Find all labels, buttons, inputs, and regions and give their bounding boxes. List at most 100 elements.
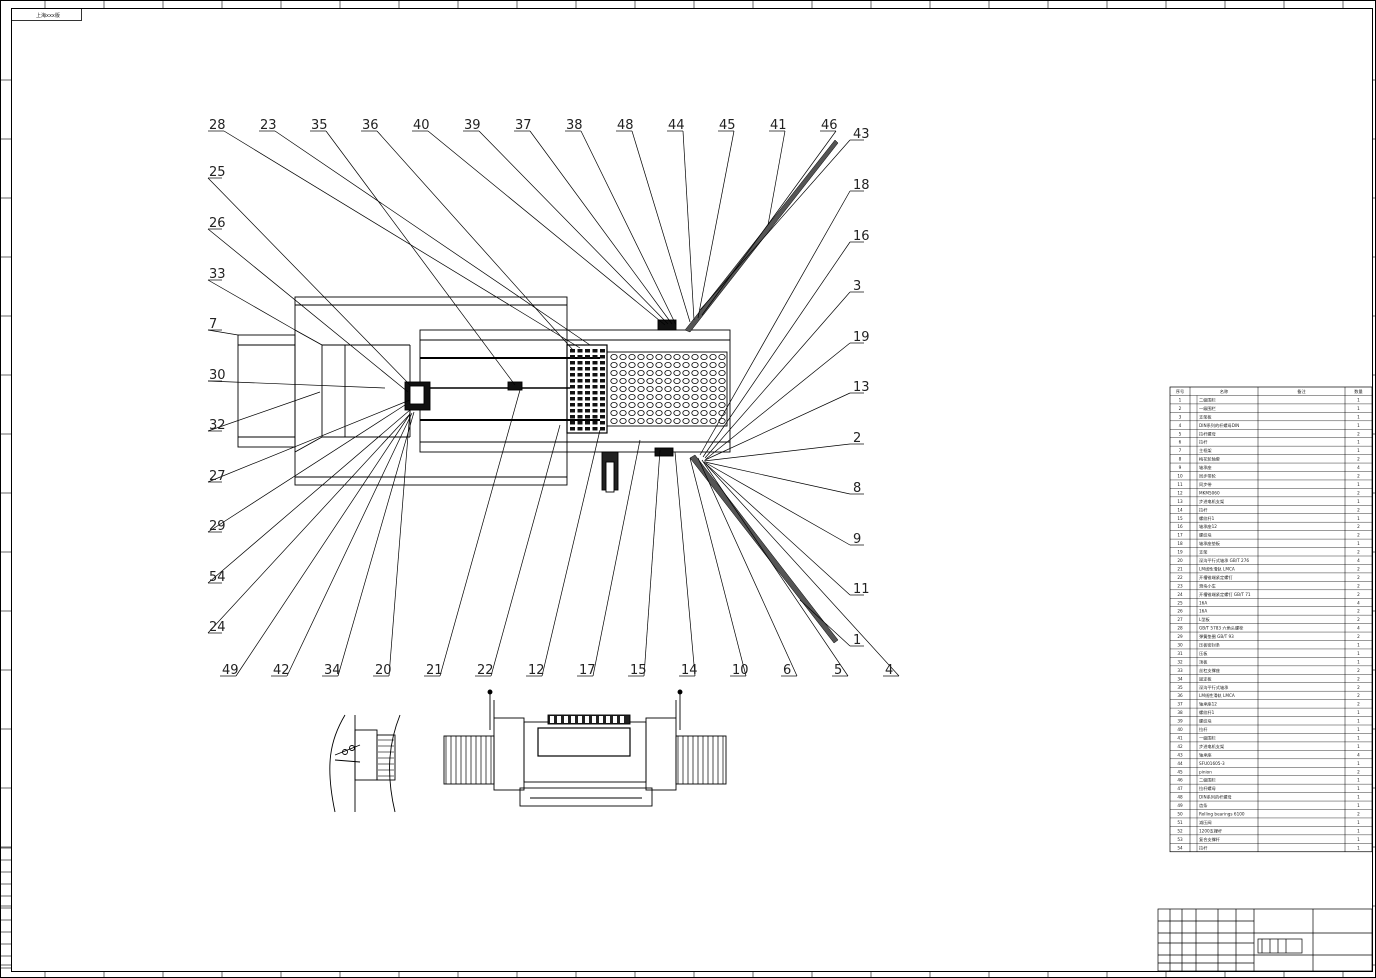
- bom-cell-name: SFU01605-3: [1199, 761, 1225, 766]
- bom-cell-no: 45: [1177, 769, 1183, 774]
- bom-cell-name: 轴承座垫板: [1199, 540, 1221, 547]
- bom-cell-qty: 1: [1357, 795, 1360, 800]
- bom-cell-name: 固定板: [1199, 675, 1212, 682]
- bom-cell-name: 拉杆螺母: [1199, 785, 1216, 792]
- bom-cell-qty: 1: [1357, 786, 1360, 791]
- bom-cell-no: 8: [1179, 457, 1182, 462]
- balloon-bottom-34: 34: [324, 663, 341, 678]
- bom-cell-no: 30: [1177, 643, 1183, 648]
- bom-cell-qty: 2: [1357, 609, 1360, 614]
- left-revision-blocks: [0, 847, 12, 969]
- bom-cell-name: 二级围栏: [1199, 396, 1216, 403]
- bom-cell-name: 拉杆: [1199, 439, 1208, 446]
- bom-cell-qty: 4: [1357, 558, 1360, 563]
- bom-cell-no: 21: [1177, 566, 1183, 571]
- bom-cell-name: 齿条: [1199, 802, 1208, 809]
- bom-header-3: 数量: [1354, 388, 1362, 395]
- bom-cell-name: 螺纹杆1: [1199, 515, 1215, 522]
- bom-cell-no: 2: [1179, 406, 1182, 411]
- balloon-right-13: 13: [853, 380, 870, 395]
- bom-cell-qty: 2: [1357, 507, 1360, 512]
- bom-cell-name: 主框架: [1199, 447, 1212, 454]
- bom-cell-qty: 1: [1357, 828, 1360, 833]
- bom-cell-name: DIN系列的杆螺母DIN: [1199, 422, 1239, 429]
- hole-plate: [606, 351, 728, 427]
- bom-cell-name: 二级围栏: [1199, 777, 1216, 784]
- bom-cell-no: 54: [1177, 845, 1183, 850]
- bom-cell-no: 36: [1177, 693, 1183, 698]
- bom-cell-name: 压板: [1199, 650, 1208, 657]
- upper-arm: [684, 139, 839, 333]
- bom-cell-qty: 4: [1357, 752, 1360, 757]
- balloon-right-9: 9: [853, 532, 861, 547]
- balloon-right-11: 11: [853, 582, 870, 597]
- bom-cell-qty: 4: [1357, 626, 1360, 631]
- balloon-bottom-21: 21: [426, 663, 443, 678]
- bellows-pleats: [445, 736, 724, 784]
- bom-cell-qty: 1: [1357, 845, 1360, 850]
- bom-cell-name: 拉杆: [1199, 844, 1208, 851]
- bom-cell-qty: 1: [1357, 659, 1360, 664]
- balloon-left-29: 29: [209, 519, 226, 534]
- balloon-top-39: 39: [464, 118, 481, 133]
- bom-cell-name: 梅花轮轴套: [1199, 456, 1221, 463]
- side-detail-view: [329, 714, 401, 813]
- bom-cell-qty: 1: [1357, 837, 1360, 842]
- bom-cell-name: 同步带: [1199, 482, 1212, 488]
- balloon-left-26: 26: [209, 216, 226, 231]
- right-bellows: [675, 735, 727, 785]
- bom-cell-no: 33: [1177, 668, 1183, 673]
- corner-tag: 上海xxx版: [11, 8, 82, 21]
- bom-cell-no: 46: [1177, 778, 1183, 783]
- balloon-top-41: 41: [770, 118, 787, 133]
- bom-cell-qty: 4: [1357, 465, 1360, 470]
- housing-outline: [294, 296, 568, 486]
- balloon-bottom-10: 10: [732, 663, 749, 678]
- bom-cell-name: 压板密封条: [1199, 642, 1221, 649]
- bom-cell-no: 43: [1177, 752, 1183, 757]
- bom-cell-name: 轴承座12: [1199, 701, 1217, 708]
- balloon-bottom-22: 22: [477, 663, 494, 678]
- bom-cell-qty: 2: [1357, 533, 1360, 538]
- bom-cell-no: 32: [1177, 659, 1183, 664]
- bom-cell-no: 42: [1177, 744, 1183, 749]
- bom-cell-no: 1: [1179, 397, 1182, 402]
- bom-cell-name: 螺纹块: [1199, 718, 1212, 725]
- balloon-top-38: 38: [566, 118, 583, 133]
- title-block: [1157, 908, 1373, 972]
- bom-cell-no: 6: [1179, 440, 1182, 445]
- balloon-left-7: 7: [209, 317, 217, 332]
- bom-cell-qty: 1: [1357, 440, 1360, 445]
- bom-cell-no: 39: [1177, 719, 1183, 724]
- bom-cell-qty: 4: [1357, 600, 1360, 605]
- bom-cell-name: 螺纹杆1: [1199, 709, 1215, 716]
- balloon-top-45: 45: [719, 118, 736, 133]
- balloon-top-28: 28: [209, 118, 226, 133]
- bom-cell-no: 40: [1177, 727, 1183, 732]
- bom-cell-qty: 1: [1357, 803, 1360, 808]
- balloon-top-23: 23: [260, 118, 277, 133]
- bom-cell-name: DIN系列的杆螺母: [1199, 794, 1232, 801]
- balloon-top-40: 40: [413, 118, 430, 133]
- balloon-right-2: 2: [853, 431, 861, 446]
- balloon-right-18: 18: [853, 178, 870, 193]
- balloon-bottom-42: 42: [273, 663, 290, 678]
- bom-cell-qty: 1: [1357, 516, 1360, 521]
